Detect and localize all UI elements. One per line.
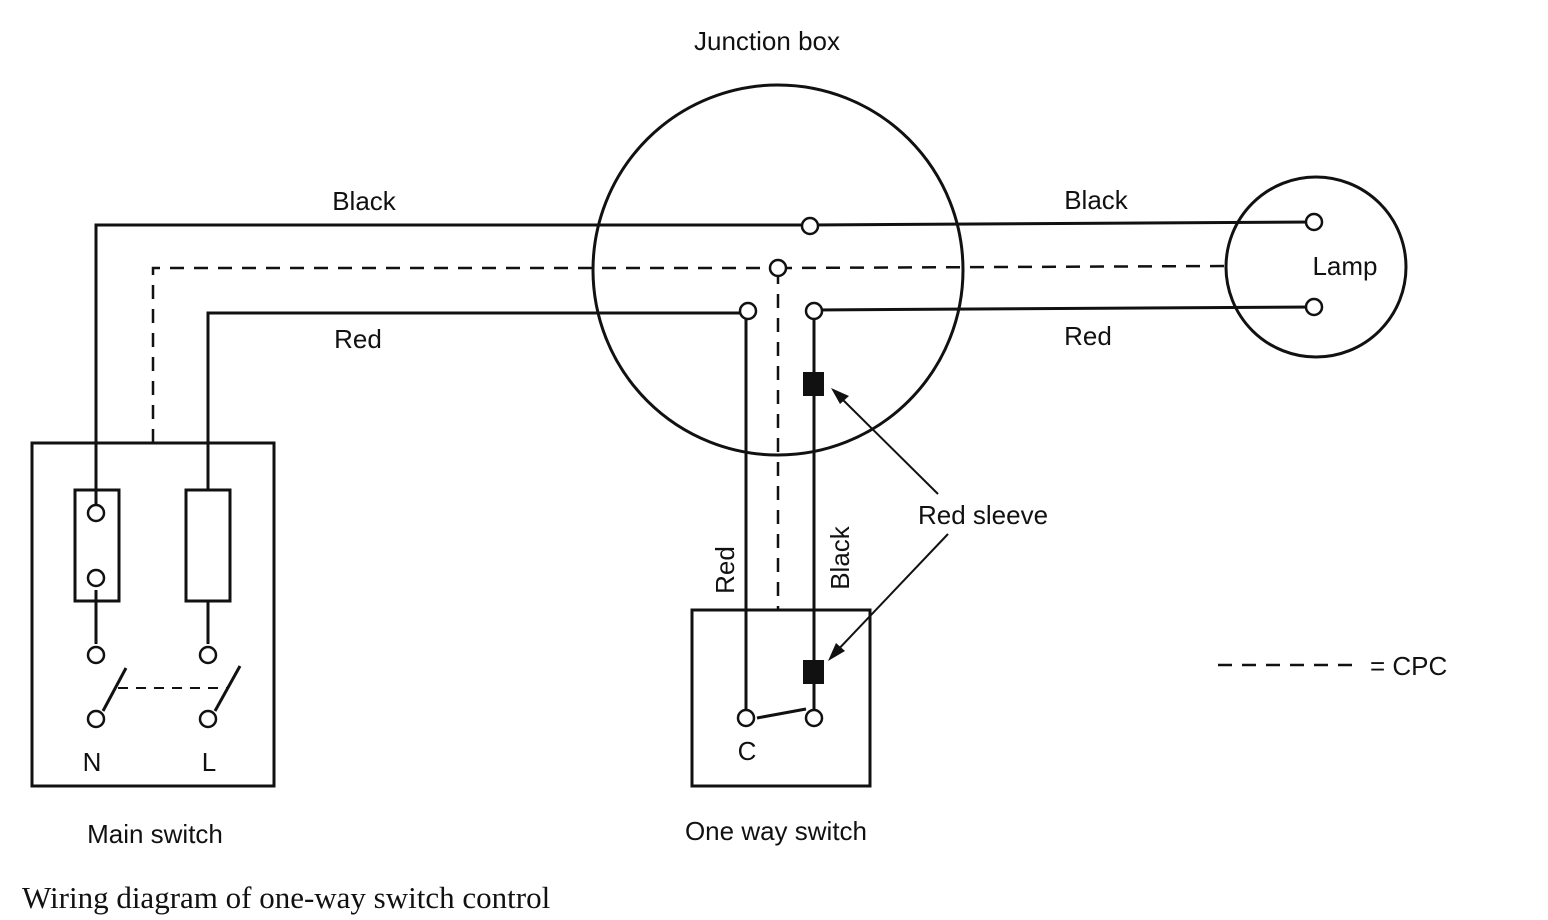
terminal-neutral-bottom: [86, 568, 106, 588]
fuse: [184, 488, 232, 603]
terminal-lamp-black: [1304, 212, 1324, 232]
red-sleeve-label: Red sleeve: [918, 500, 1048, 530]
terminal-junction-cpc: [768, 258, 788, 278]
terminal-junction-red: [738, 301, 758, 321]
black-label-right: Black: [1064, 185, 1129, 215]
black-label-left: Black: [332, 186, 397, 216]
red-wire-feed: [206, 311, 748, 490]
pointer-arrowhead-lower: [828, 643, 845, 661]
black-wire-lamp: [809, 220, 1315, 227]
main-switch-enclosure: [30, 441, 276, 788]
main-switch-label: Main switch: [87, 819, 223, 849]
switch-contact: [756, 707, 807, 720]
terminal-live-switch-in: [198, 645, 218, 665]
terminal-switch-common: [736, 708, 756, 728]
junction-box-circle: [591, 83, 965, 457]
terminal-live-out: [198, 709, 218, 729]
red-sleeve-switch: [803, 660, 824, 684]
junction-box-label: Junction box: [694, 26, 840, 56]
lamp-circle: [1224, 175, 1408, 359]
terminal-lamp-red: [1304, 297, 1324, 317]
cpc-feed: [151, 266, 778, 443]
pointer-line-upper: [835, 392, 939, 495]
red-wire-lamp: [812, 305, 1315, 312]
terminal-junction-black: [800, 216, 820, 236]
red-label-right: Red: [1064, 321, 1112, 351]
legend-label: = CPC: [1370, 651, 1447, 681]
neutral-label: N: [83, 747, 102, 777]
one-way-switch-label: One way switch: [685, 816, 867, 846]
pointer-arrowhead-upper: [831, 388, 849, 404]
terminal-junction-switched: [804, 301, 824, 321]
black-wire-feed: [94, 223, 810, 512]
cpc-lamp: [777, 264, 1229, 270]
terminal-neutral-out: [86, 709, 106, 729]
terminal-neutral-top: [86, 503, 106, 523]
pointer-line-lower: [832, 533, 949, 656]
lamp-label: Lamp: [1312, 251, 1377, 281]
terminal-switch-l1: [804, 708, 824, 728]
red-label-vertical: Red: [710, 546, 740, 594]
terminal-neutral-switch-in: [86, 645, 106, 665]
common-label: C: [738, 736, 757, 766]
neutral-blade: [101, 667, 128, 712]
live-label: L: [202, 747, 216, 777]
red-sleeve-junction: [803, 372, 824, 396]
black-label-vertical: Black: [825, 525, 855, 590]
figure-caption: Wiring diagram of one-way switch control: [22, 880, 550, 915]
red-label-left: Red: [334, 324, 382, 354]
one-way-switch-enclosure: [690, 608, 872, 788]
